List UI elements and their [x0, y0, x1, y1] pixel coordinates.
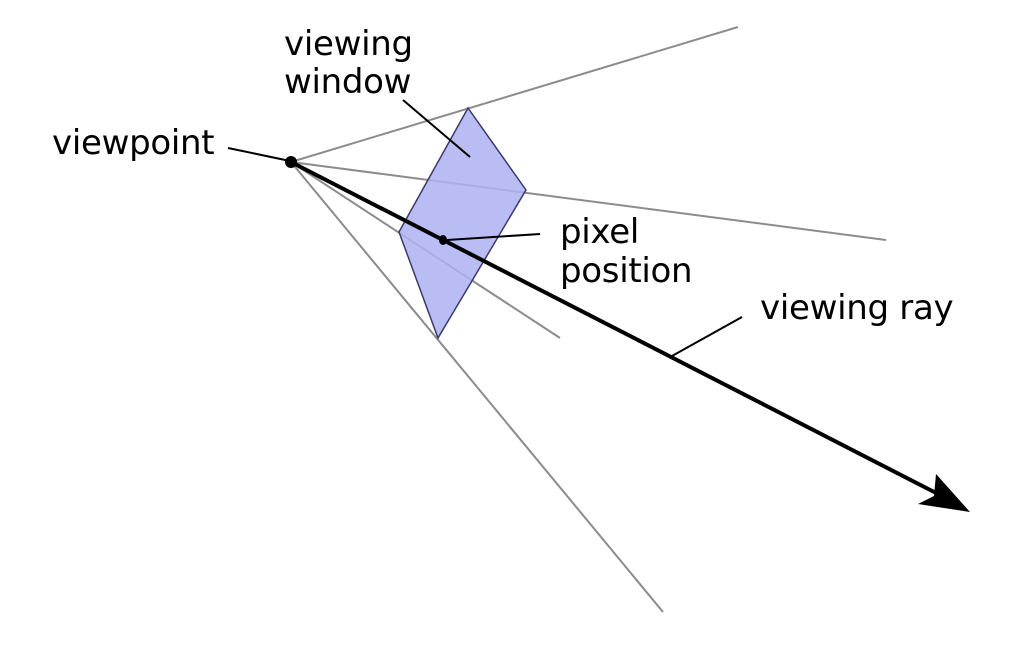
viewing-window-label-line2: window — [284, 62, 412, 102]
viewpoint-label: viewpoint — [52, 123, 215, 163]
viewing-ray-leader — [671, 316, 743, 357]
viewing-window-label-line1: viewing — [284, 24, 413, 64]
pixel-position-dot — [439, 235, 447, 245]
viewpoint-leader — [227, 147, 291, 162]
pixel-position-label-line2: position — [560, 251, 693, 291]
frustum-line-right — [290, 161, 887, 241]
viewing-ray-arrowhead — [918, 474, 970, 512]
viewing-ray-label: viewing ray — [760, 288, 954, 328]
viewing-ray-line — [290, 160, 941, 497]
frustum-line-bottom — [290, 161, 664, 613]
viewing-window — [398, 106, 527, 340]
viewpoint-dot — [285, 156, 297, 168]
frustum-line-top — [290, 26, 739, 163]
leader-lines — [227, 99, 743, 357]
pixel-position-label-line1: pixel — [560, 212, 639, 252]
viewing-window-leader — [402, 99, 471, 158]
pixel-position-leader — [446, 233, 541, 241]
